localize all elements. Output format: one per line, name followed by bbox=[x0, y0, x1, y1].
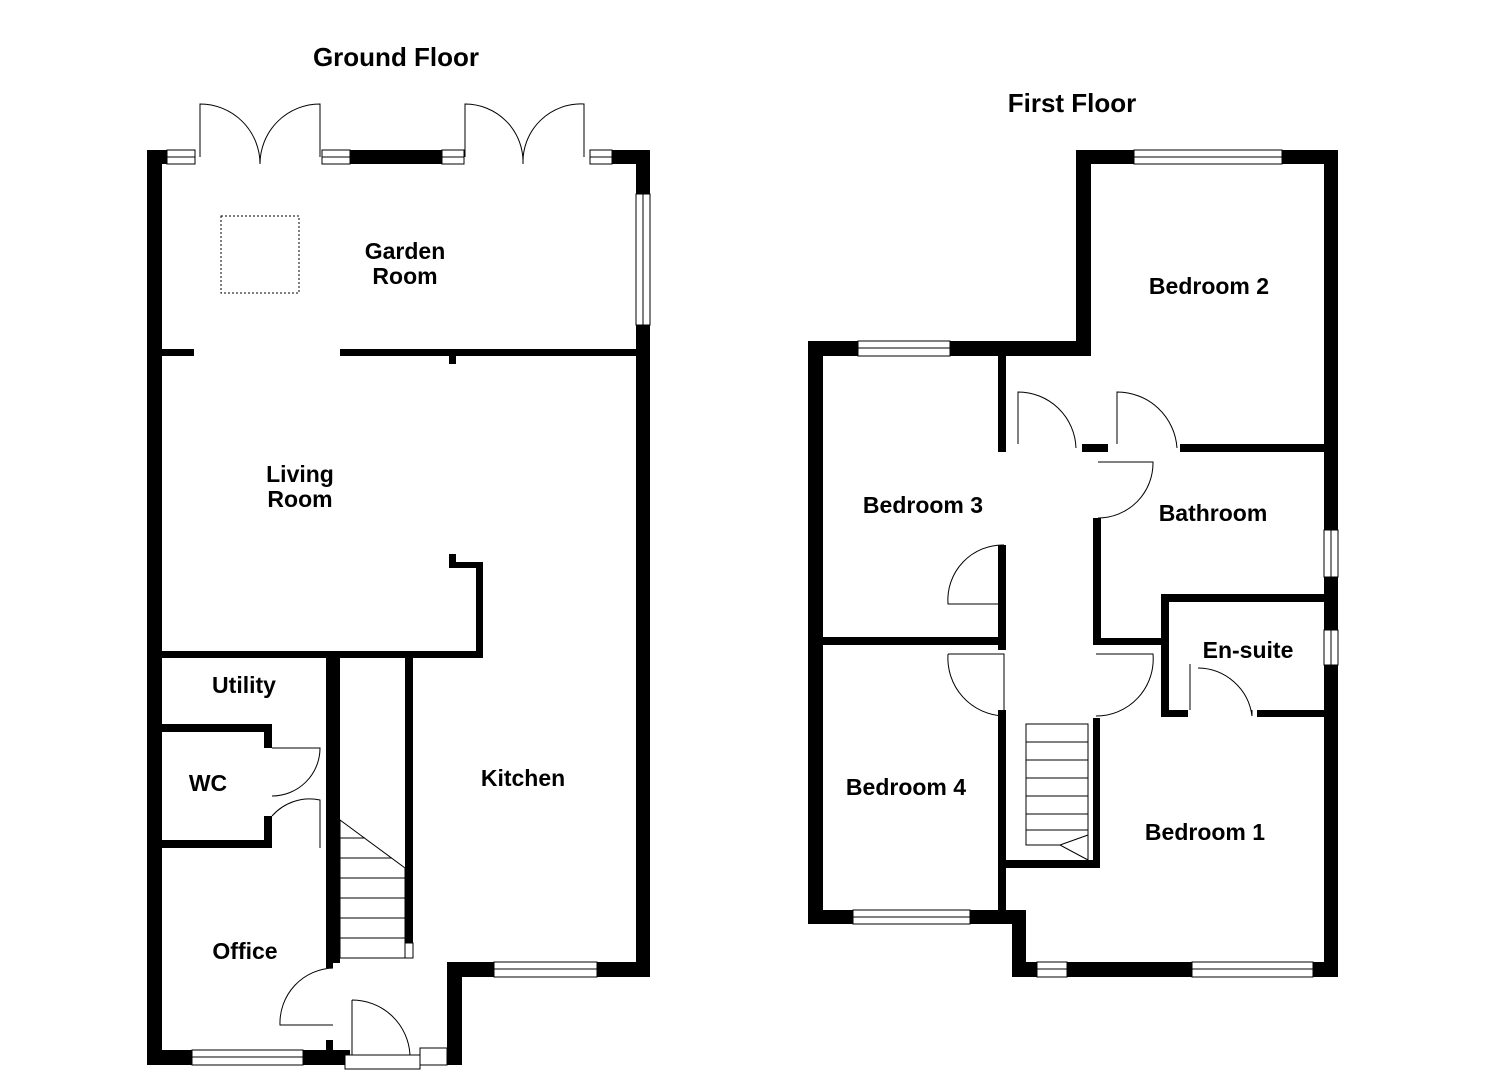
office-label: Office bbox=[212, 938, 277, 964]
first-floor-doors bbox=[947, 391, 1253, 717]
first-floor-plan: First Floor bbox=[808, 88, 1339, 978]
ground-floor-walls bbox=[147, 150, 650, 1065]
bedroom-1-label: Bedroom 1 bbox=[1145, 819, 1265, 845]
ground-floor-title: Ground Floor bbox=[313, 42, 479, 72]
first-floor-windows bbox=[852, 149, 1339, 978]
utility-label: Utility bbox=[212, 672, 276, 698]
ground-floor-doors bbox=[199, 103, 585, 1056]
bathroom-label: Bathroom bbox=[1159, 500, 1268, 526]
ground-floor-room-labels: Garden Room Living Room Utility WC Kitch… bbox=[189, 238, 565, 964]
living-room-label-2: Room bbox=[267, 486, 332, 512]
bedroom-3-label: Bedroom 3 bbox=[863, 492, 983, 518]
wc-label: WC bbox=[189, 770, 227, 796]
first-floor-walls bbox=[808, 150, 1338, 977]
ground-floor-plan: Ground Floor bbox=[147, 42, 651, 1070]
en-suite-label: En-suite bbox=[1203, 637, 1294, 663]
bedroom-2-label: Bedroom 2 bbox=[1149, 273, 1269, 299]
kitchen-label: Kitchen bbox=[481, 765, 565, 791]
first-floor-title: First Floor bbox=[1008, 88, 1137, 118]
first-floor-stairs bbox=[1025, 723, 1089, 861]
living-room-label-1: Living bbox=[266, 461, 334, 487]
bedroom-4-label: Bedroom 4 bbox=[846, 774, 966, 800]
garden-room-label-2: Room bbox=[372, 263, 437, 289]
garden-room-label-1: Garden bbox=[365, 238, 446, 264]
ground-floor-stairs bbox=[339, 819, 414, 959]
first-floor-room-labels: Bedroom 2 Bedroom 3 Bathroom En-suite Be… bbox=[846, 273, 1293, 845]
skylight bbox=[220, 215, 300, 294]
ground-floor-windows bbox=[166, 149, 651, 1070]
